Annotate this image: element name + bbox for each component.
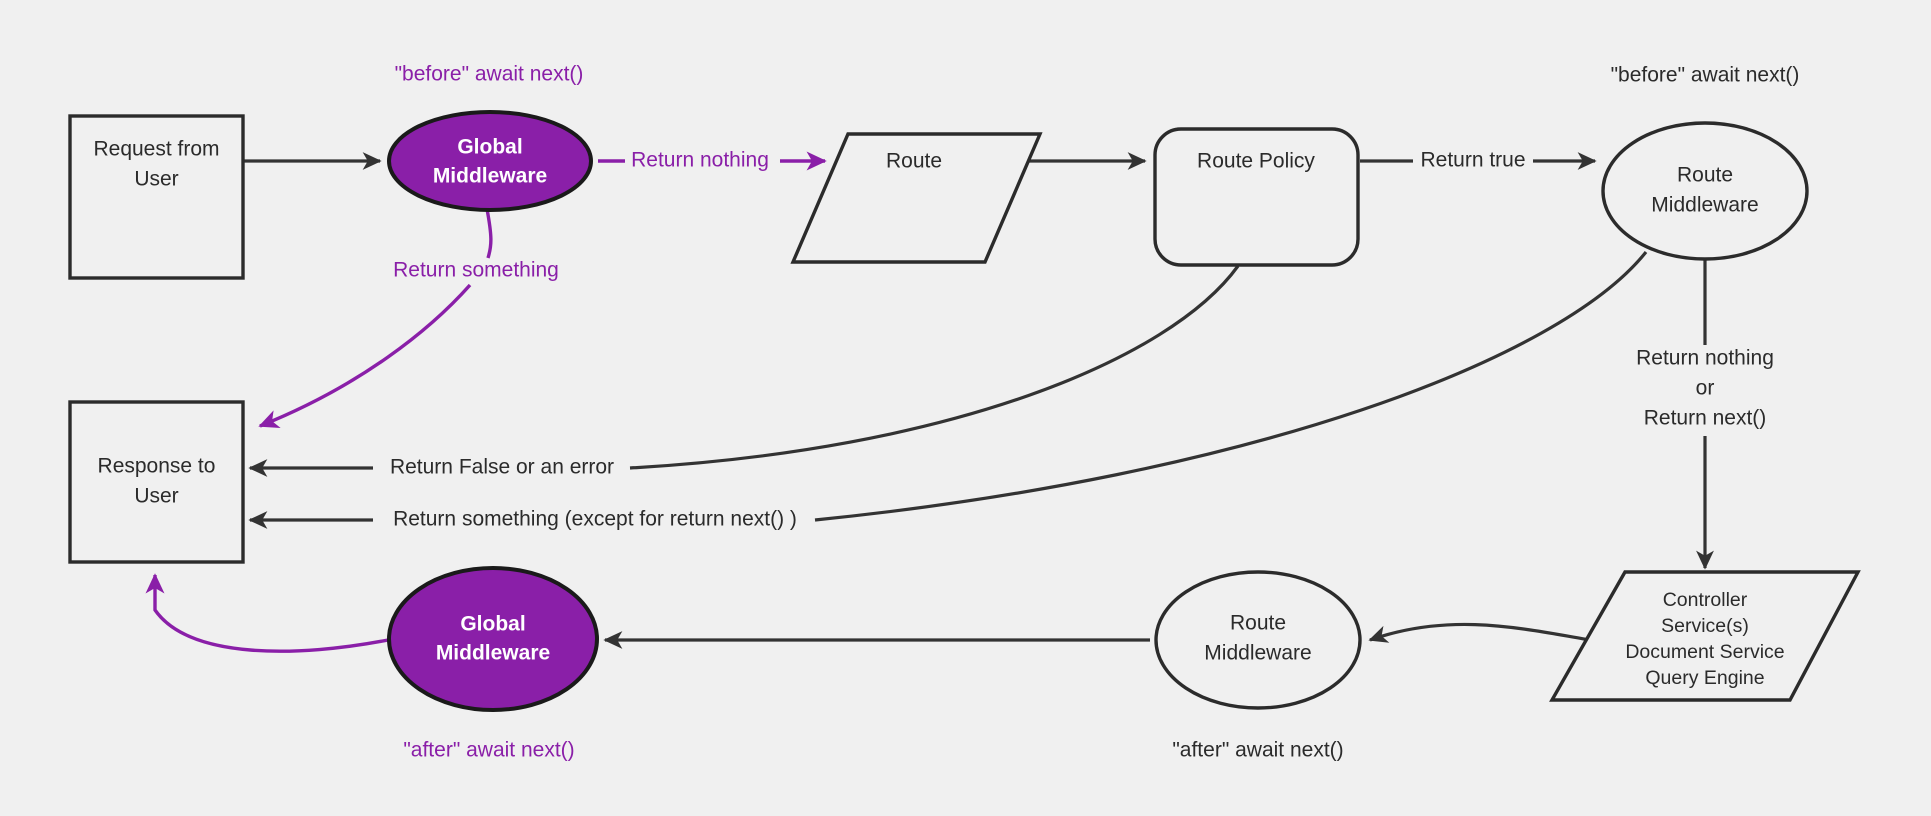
request-from-user-label-line1: Request from (93, 138, 219, 161)
edge-label-return-true: Return true (1420, 149, 1525, 172)
request-from-user-shape (68, 114, 245, 280)
node-response-to-user[interactable]: Response to User (68, 400, 245, 564)
response-to-user-shape (68, 400, 245, 564)
global-middleware-top-shape (387, 110, 593, 212)
controller-label-line2: Service(s) (1661, 615, 1749, 637)
response-to-user-label-line2: User (134, 485, 178, 508)
edge-label-return-nothing-or-line2: or (1696, 377, 1715, 400)
route-middleware-top-shape (1601, 121, 1809, 261)
edge-global-middleware-return-something-stub (485, 208, 493, 259)
controller-shape (1549, 570, 1861, 702)
annotation-after-await-next-bottom-right: "after" await next() (1172, 739, 1343, 762)
node-route-middleware-bottom[interactable]: Route Middleware (1154, 570, 1362, 710)
global-middleware-bottom-label-line1: Global (460, 613, 525, 636)
edge-label-return-nothing-or-line3: Return next() (1644, 407, 1767, 430)
edge-label-return-false-or-error: Return False or an error (390, 456, 614, 479)
controller-label-line3: Document Service (1625, 641, 1784, 663)
annotation-before-await-next-top-left: "before" await next() (395, 63, 584, 86)
route-policy-label: Route Policy (1197, 150, 1315, 173)
request-from-user-label-line2: User (134, 168, 178, 191)
controller-label-line4: Query Engine (1645, 667, 1764, 689)
edge-route-middleware-to-response-curve (814, 251, 1648, 522)
route-middleware-top-label-line1: Route (1677, 164, 1733, 187)
route-middleware-bottom-label-line1: Route (1230, 612, 1286, 635)
node-route-middleware-top[interactable]: Route Middleware (1601, 121, 1809, 261)
edge-global-middleware-bottom-to-response (145, 573, 389, 653)
response-to-user-label-line1: Response to (98, 455, 216, 478)
global-middleware-top-label-line2: Middleware (433, 165, 547, 188)
node-controller-services[interactable]: Controller Service(s) Document Service Q… (1549, 570, 1861, 702)
global-middleware-top-label-line1: Global (457, 136, 522, 159)
edge-route-policy-to-response-curve (629, 265, 1240, 470)
route-shape (790, 132, 1043, 264)
controller-label-line1: Controller (1663, 589, 1748, 611)
node-route[interactable]: Route (790, 132, 1043, 264)
edge-label-return-something: Return something (393, 259, 559, 282)
node-global-middleware-bottom[interactable]: Global Middleware (387, 566, 599, 712)
node-request-from-user[interactable]: Request from User (68, 114, 245, 280)
route-label: Route (886, 150, 942, 173)
annotation-after-await-next-bottom-left: "after" await next() (403, 739, 574, 762)
route-middleware-bottom-label-line2: Middleware (1204, 642, 1311, 665)
edge-controller-to-route-middleware-bottom (1368, 622, 1591, 643)
edge-label-return-nothing-or-line1: Return nothing (1636, 347, 1774, 370)
route-middleware-bottom-shape (1154, 570, 1362, 710)
route-middleware-top-label-line2: Middleware (1651, 194, 1758, 217)
global-middleware-bottom-shape (387, 566, 599, 712)
annotation-before-await-next-top-right: "before" await next() (1611, 64, 1800, 87)
edge-label-return-nothing: Return nothing (631, 149, 769, 172)
edge-global-middleware-to-response (258, 283, 472, 428)
node-route-policy[interactable]: Route Policy (1153, 127, 1360, 267)
global-middleware-bottom-label-line2: Middleware (436, 642, 550, 665)
node-global-middleware-top[interactable]: Global Middleware (387, 110, 593, 212)
edge-label-return-something-except: Return something (except for return next… (393, 508, 797, 531)
route-policy-shape (1153, 127, 1360, 267)
